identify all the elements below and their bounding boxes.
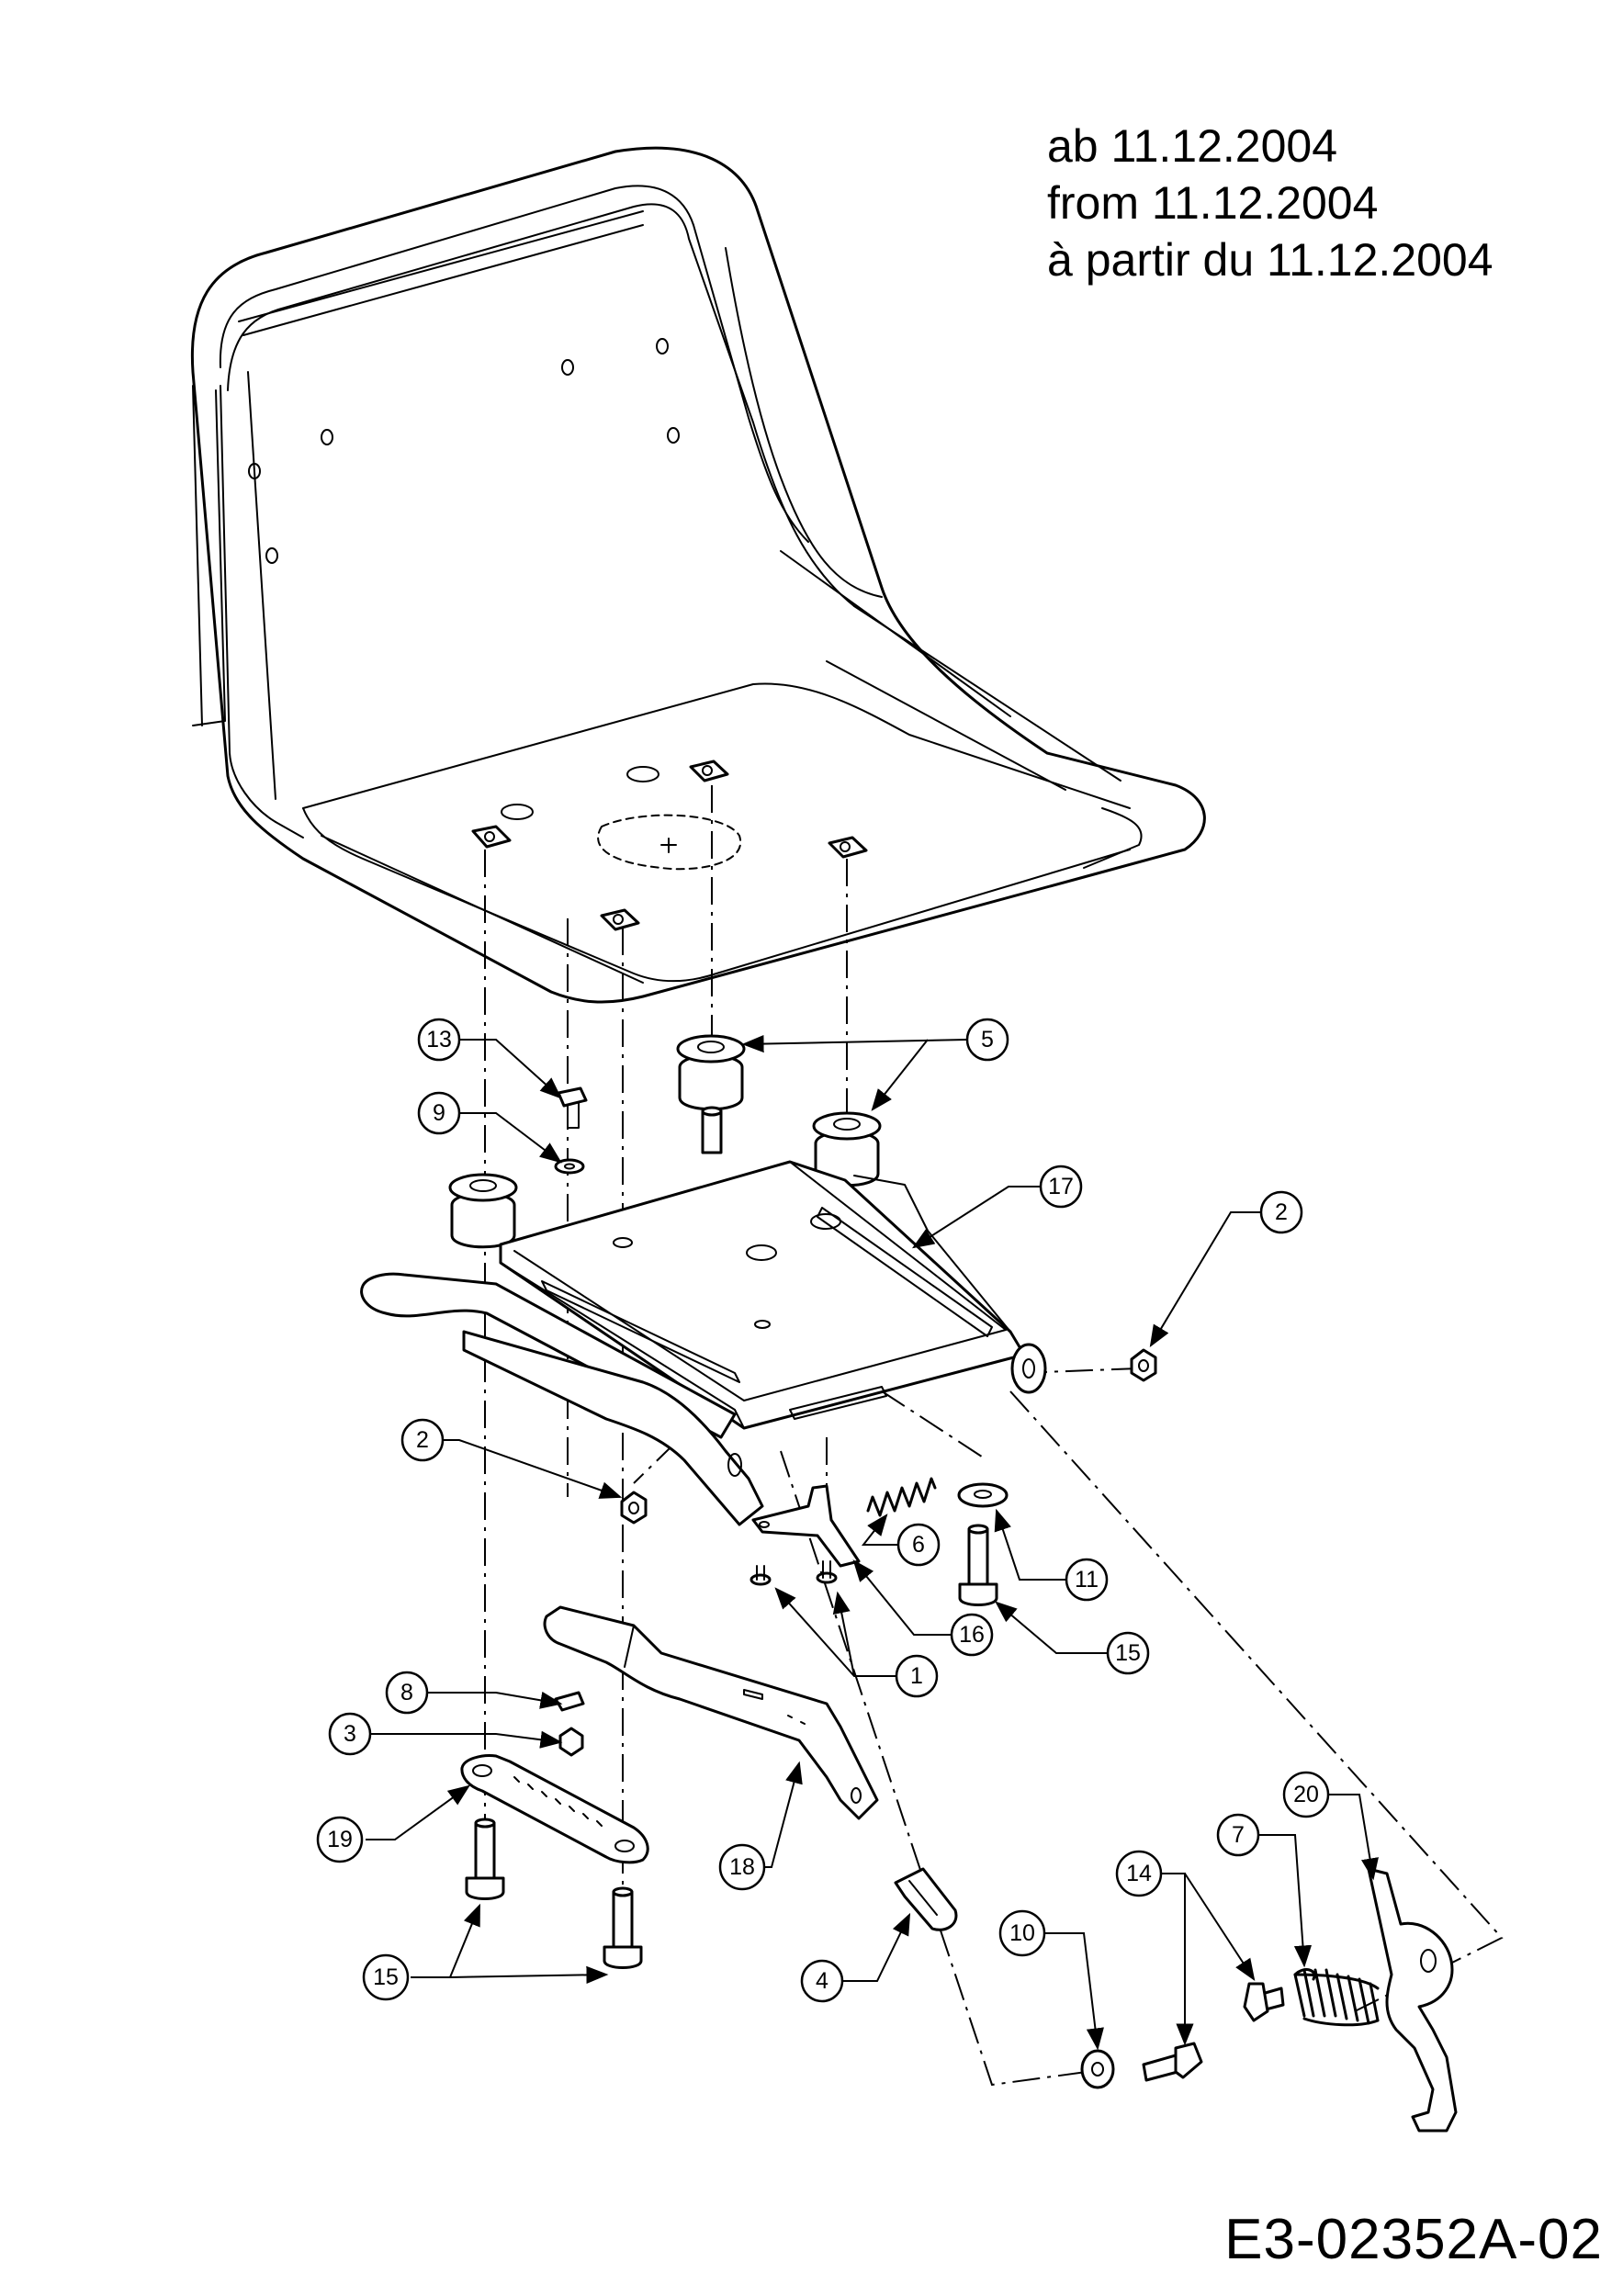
backrest-hole bbox=[561, 359, 574, 376]
seat-mount-nut bbox=[471, 825, 512, 849]
seat-mount-nut bbox=[828, 836, 868, 859]
callout-1: 1 bbox=[895, 1654, 939, 1698]
callout-13: 13 bbox=[417, 1018, 461, 1062]
callout-2-left-label: 2 bbox=[416, 1427, 429, 1453]
lever-knob-4 bbox=[894, 1867, 958, 1931]
callout-11: 11 bbox=[1065, 1558, 1109, 1602]
callout-16-label: 16 bbox=[959, 1622, 985, 1648]
callout-18: 18 bbox=[718, 1843, 766, 1891]
callout-14-label: 14 bbox=[1126, 1861, 1152, 1886]
bolt-14-left bbox=[1142, 2042, 1203, 2082]
leader-lines bbox=[366, 1034, 1379, 2051]
drawing-number: E3-02352A-02 bbox=[1224, 2208, 1603, 2271]
callout-15-mid: 15 bbox=[1106, 1631, 1150, 1675]
callout-9-label: 9 bbox=[433, 1100, 445, 1126]
callout-2-right: 2 bbox=[1259, 1190, 1303, 1234]
washer-10 bbox=[1080, 2049, 1115, 2089]
callout-4: 4 bbox=[800, 1959, 844, 2003]
rubber-isolator bbox=[676, 1034, 746, 1111]
seat-mount-nut bbox=[600, 908, 640, 931]
seat-mount-nut bbox=[689, 760, 729, 782]
callout-6: 6 bbox=[896, 1523, 941, 1567]
backrest-hole bbox=[321, 429, 333, 445]
bolt-14-right bbox=[1243, 1982, 1285, 2022]
backrest-hole bbox=[265, 547, 278, 564]
washer-9 bbox=[554, 1158, 585, 1175]
backrest-hole bbox=[656, 338, 669, 355]
spring-6 bbox=[866, 1477, 937, 1517]
callout-7: 7 bbox=[1216, 1813, 1260, 1857]
backrest-hole bbox=[248, 463, 261, 479]
callout-19: 19 bbox=[316, 1816, 364, 1863]
backrest-hole bbox=[667, 427, 680, 444]
callout-16: 16 bbox=[950, 1613, 994, 1657]
callout-20: 20 bbox=[1282, 1771, 1330, 1818]
callout-15-bottom: 15 bbox=[362, 1953, 410, 2001]
callout-20-label: 20 bbox=[1293, 1782, 1319, 1807]
callout-14: 14 bbox=[1115, 1850, 1163, 1897]
washer-11 bbox=[957, 1482, 1009, 1508]
seat-adjust-plate bbox=[360, 1106, 1047, 1526]
callout-10-label: 10 bbox=[1009, 1920, 1035, 1946]
washer-8 bbox=[554, 1691, 585, 1712]
callout-13-label: 13 bbox=[426, 1027, 452, 1052]
callout-8: 8 bbox=[385, 1671, 429, 1715]
slide-rail-18 bbox=[543, 1605, 879, 1820]
shoulder-bolt-15-mid bbox=[958, 1524, 998, 1606]
callout-2-right-label: 2 bbox=[1275, 1199, 1288, 1225]
callout-17: 17 bbox=[1039, 1165, 1083, 1209]
callout-19-label: 19 bbox=[327, 1827, 353, 1852]
bolt-13 bbox=[557, 1086, 588, 1129]
callout-1-label: 1 bbox=[910, 1663, 923, 1689]
callout-2-left: 2 bbox=[400, 1418, 445, 1462]
callout-15-bottom-label: 15 bbox=[373, 1964, 399, 1990]
return-spring-7 bbox=[1293, 1968, 1380, 2027]
adjuster-plate-19 bbox=[460, 1754, 649, 1864]
revision-note-english: from 11.12.2004 bbox=[1047, 177, 1379, 229]
nut-3 bbox=[558, 1727, 584, 1757]
callout-7-label: 7 bbox=[1232, 1822, 1245, 1848]
callout-10: 10 bbox=[998, 1909, 1046, 1957]
revision-note-german: ab 11.12.2004 bbox=[1047, 120, 1338, 172]
revision-note: ab 11.12.2004 from 11.12.2004 à partir d… bbox=[1047, 118, 1493, 288]
callout-9: 9 bbox=[417, 1091, 461, 1135]
callout-18-label: 18 bbox=[729, 1854, 755, 1880]
lock-nut-right bbox=[1130, 1348, 1157, 1382]
callout-8-label: 8 bbox=[400, 1680, 413, 1705]
callout-3-label: 3 bbox=[344, 1721, 356, 1747]
callout-15-mid-label: 15 bbox=[1115, 1640, 1141, 1666]
latch-bracket bbox=[751, 1484, 861, 1568]
revision-note-french: à partir du 11.12.2004 bbox=[1047, 234, 1493, 286]
callout-5: 5 bbox=[965, 1018, 1009, 1062]
seat-shell bbox=[190, 146, 1206, 1004]
callout-3: 3 bbox=[328, 1712, 372, 1756]
callout-5-label: 5 bbox=[981, 1027, 994, 1052]
callout-4-label: 4 bbox=[816, 1968, 828, 1994]
callout-17-label: 17 bbox=[1048, 1174, 1074, 1199]
screws-1 bbox=[750, 1560, 838, 1586]
callout-11-label: 11 bbox=[1075, 1567, 1099, 1593]
shoulder-bolt-15-right bbox=[603, 1886, 643, 1969]
callout-6-label: 6 bbox=[912, 1532, 925, 1558]
lock-nut-left bbox=[620, 1491, 648, 1525]
latch-lever-20 bbox=[1367, 1867, 1458, 2133]
rubber-isolator bbox=[448, 1173, 518, 1249]
shoulder-bolt-15-left bbox=[465, 1818, 505, 1900]
